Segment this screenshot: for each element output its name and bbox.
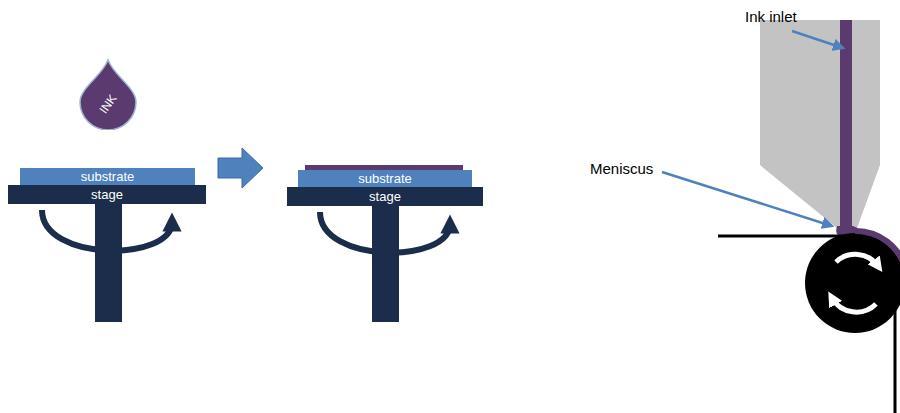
- stage-shaft: [95, 204, 122, 322]
- stage: stage: [8, 185, 206, 204]
- process-arrow: [218, 148, 263, 188]
- substrate: substrate: [20, 168, 195, 185]
- rotation-arrow: [836, 254, 878, 266]
- stage-label: stage: [369, 190, 401, 203]
- web: [718, 235, 862, 238]
- drop-shape: [80, 60, 136, 130]
- nozzle: [760, 20, 880, 228]
- part-label: Meniscus: [590, 160, 653, 178]
- part-label: Ink inlet: [745, 8, 797, 26]
- leader-line: [792, 31, 843, 48]
- roller: [805, 233, 900, 333]
- substrate-label: substrate: [81, 170, 134, 183]
- substrate-label: substrate: [358, 172, 411, 185]
- stage-shaft: [372, 206, 399, 322]
- web: [894, 285, 897, 413]
- stage: stage: [287, 187, 483, 206]
- stage-label: stage: [91, 188, 123, 201]
- rotation-arrow: [320, 212, 450, 253]
- ink-channel: [840, 20, 852, 228]
- ink-drop: INK: [78, 58, 138, 130]
- rotation-arrow: [42, 210, 172, 251]
- substrate: substrate: [298, 170, 472, 187]
- leader-line: [662, 172, 832, 226]
- rotation-arrow: [832, 298, 876, 312]
